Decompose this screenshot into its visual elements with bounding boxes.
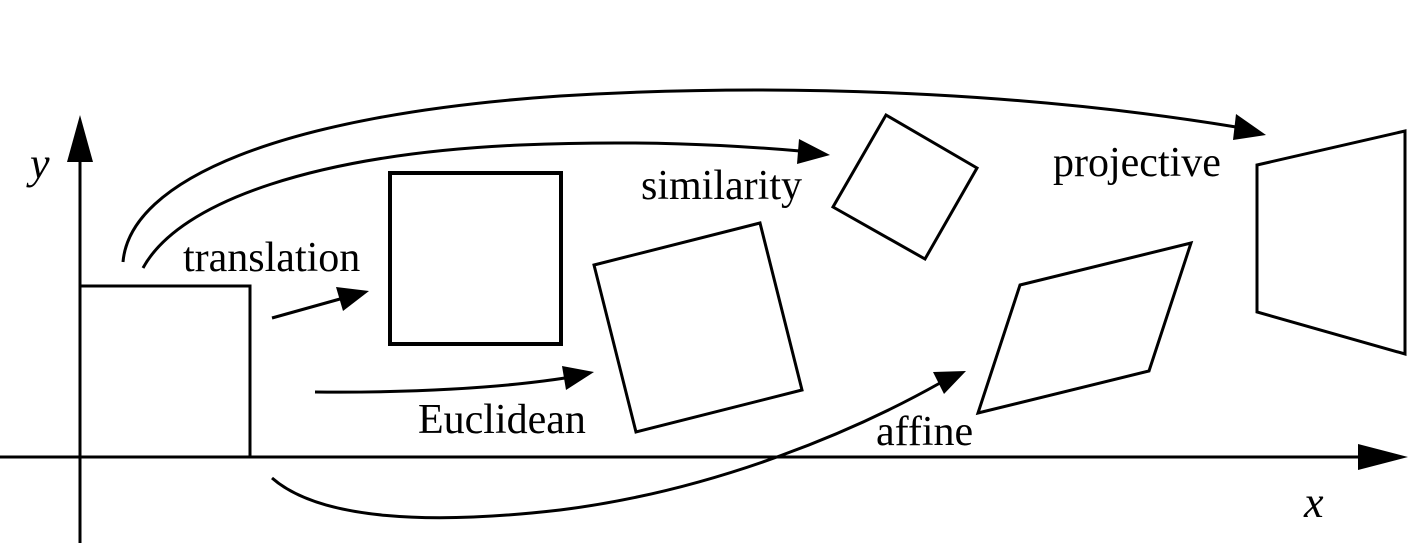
similarity-square xyxy=(830,112,980,262)
translation-label: translation xyxy=(183,235,360,281)
y-axis-arrowhead xyxy=(67,115,93,162)
projective-label: projective xyxy=(1053,140,1221,186)
euclidean-arrow xyxy=(314,366,594,394)
translated-square xyxy=(388,171,563,346)
x-axis-label: x xyxy=(1303,478,1324,527)
affine-parallelogram xyxy=(975,240,1194,416)
similarity-label: similarity xyxy=(641,163,802,209)
original-square xyxy=(78,284,252,459)
euclidean-label: Euclidean xyxy=(418,397,586,443)
x-axis-arrowhead xyxy=(1358,444,1408,470)
y-axis-label: y xyxy=(26,139,50,188)
euclidean-square xyxy=(592,221,804,434)
translation-arrow xyxy=(271,287,369,320)
affine-label: affine xyxy=(876,409,973,455)
projective-arrow xyxy=(121,88,1266,263)
affine-arrow xyxy=(271,371,966,520)
similarity-arrow xyxy=(141,139,830,269)
projective-quadrilateral xyxy=(1255,129,1407,356)
